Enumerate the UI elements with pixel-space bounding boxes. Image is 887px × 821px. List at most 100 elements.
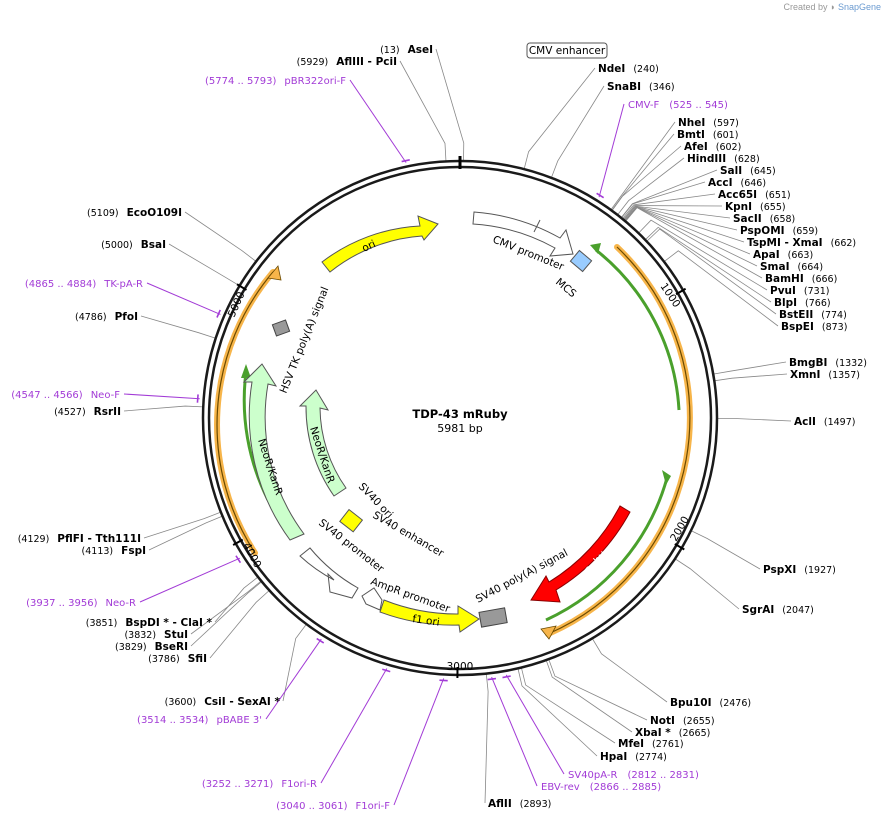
primer-label: EBV-rev(2866 .. 2885) (541, 782, 661, 793)
site-leader (190, 580, 262, 635)
site-name: KpnI (725, 201, 752, 213)
site-name: XmnI (790, 369, 820, 381)
feature-mcs (569, 249, 593, 273)
site-position: (3600) (165, 697, 197, 708)
primer-label: CMV-F (525 .. 545) (628, 100, 728, 111)
site-name: HpaI (600, 751, 627, 763)
primer-leader (393, 678, 445, 806)
primer-range: (4547 .. 4566) (11, 390, 83, 401)
site-position: (663) (788, 250, 814, 261)
site-name: SnaBI (607, 81, 641, 93)
site-name: BspEI (781, 321, 814, 333)
site-position: (645) (750, 166, 776, 177)
site-name: PvuI (770, 285, 796, 297)
primer-label: SV40pA-R(2812 .. 2831) (568, 770, 699, 781)
site-leader (184, 211, 257, 262)
plasmid-name: TDP-43 mRuby (412, 407, 508, 421)
primer-label: (3252 .. 3271)F1ori-R (202, 779, 317, 790)
primer-leader (123, 393, 200, 400)
site-leader (638, 219, 768, 291)
site-position: (664) (798, 262, 824, 273)
site-position: (1332) (835, 358, 867, 369)
site-position: (873) (822, 322, 848, 333)
site-leader (282, 623, 307, 702)
orf-arrow-right-outer (540, 625, 557, 640)
site-position: (651) (765, 190, 791, 201)
primer-label: (5774 .. 5793)pBR322ori-F (205, 76, 346, 87)
site-name: EcoO109I (127, 207, 182, 219)
restriction-site-label: (3786)SfiI (148, 653, 207, 665)
site-leader (190, 581, 263, 647)
site-position: (5109) (87, 208, 119, 219)
site-leader (548, 659, 648, 721)
restriction-site-label: BspEI (873) (781, 321, 847, 333)
site-leader (143, 511, 221, 539)
site-position: (4527) (54, 407, 86, 418)
restriction-site-label: BlpI(766) (774, 297, 831, 309)
site-position: (655) (760, 202, 786, 213)
primer-marker (502, 675, 511, 679)
credit-prefix: Created by (783, 2, 828, 12)
restriction-site-label: SalI(645) (720, 165, 776, 177)
site-name: PspXI (763, 564, 796, 576)
restriction-site-label: SgrAI(2047) (742, 604, 814, 616)
tick-label-2000: 2000 (668, 514, 692, 543)
primer-range: (525 .. 545) (669, 100, 728, 111)
primer-label: (4865 .. 4884)TK-pA-R (25, 279, 143, 290)
site-name: FspI (121, 545, 146, 557)
site-leader (399, 60, 447, 162)
site-position: (3832) (124, 630, 156, 641)
primer-leader (598, 103, 625, 198)
restriction-site-label: BmgBI(1332) (789, 357, 867, 369)
tick-5000 (236, 283, 247, 291)
restriction-site-label: (3600)CsiI - SexAI * (165, 696, 281, 708)
primer-range: (3937 .. 3956) (26, 598, 98, 609)
feature-hsv-tk-polya (271, 319, 291, 337)
orf-arc-right-inner-bottom (545, 477, 669, 622)
site-name: NdeI (598, 63, 625, 75)
cmv-enhancer-box (526, 42, 608, 59)
restriction-site-label: MfeI(2761) (618, 738, 684, 750)
restriction-site-label: HindIII(628) (687, 153, 760, 165)
primer-name: CMV-F (628, 100, 659, 111)
site-leader (624, 206, 758, 267)
restriction-site-label: PspXI(1927) (763, 564, 836, 576)
site-name: SfiI (188, 653, 207, 665)
site-leader (591, 638, 668, 703)
site-position: (602) (716, 142, 742, 153)
site-position: (4113) (82, 546, 114, 557)
primer-label: (3514 .. 3534)pBABE 3' (137, 715, 262, 726)
site-leader (716, 418, 792, 422)
restriction-site-label: ApaI(663) (753, 249, 813, 261)
restriction-site-label: (5109) EcoO109I (87, 207, 182, 219)
site-name: HindIII (687, 153, 726, 165)
site-leader (611, 145, 682, 211)
site-position: (5000) (101, 240, 133, 251)
restriction-site-label: AflII(2893) (488, 798, 551, 810)
site-leader (545, 659, 633, 733)
site-position: (766) (805, 298, 831, 309)
feature-ampr-promoter (361, 587, 383, 611)
site-position: (774) (821, 310, 847, 321)
primer-name: Neo-F (91, 390, 121, 401)
restriction-site-label: AfeI(602) (684, 141, 741, 153)
snapgene-logo-icon: ◗ (830, 2, 836, 12)
site-leader (690, 530, 761, 570)
feature-label-ori: ori (360, 238, 377, 255)
site-name: MfeI (618, 738, 644, 750)
site-leader (610, 121, 676, 211)
primer-range: (5774 .. 5793) (205, 76, 277, 87)
feature-label-cmv-enhancer: CMV enhancer (529, 45, 606, 57)
site-name: TspMI - XmaI (747, 237, 823, 249)
feature-sv40-ori (339, 508, 364, 533)
feature-sv40-promoter (299, 547, 359, 599)
orf-arc-left-outer-core (216, 271, 274, 554)
feature-mruby (530, 505, 631, 603)
restriction-site-label: PspOMI(659) (740, 225, 818, 237)
site-leader (123, 405, 204, 412)
site-position: (5929) (297, 57, 329, 68)
restriction-site-label: (13)AseI (380, 44, 433, 56)
primer-name: EBV-rev (541, 782, 580, 793)
restriction-site-label: AclI(1497) (794, 416, 855, 428)
primer-marker (596, 192, 605, 199)
